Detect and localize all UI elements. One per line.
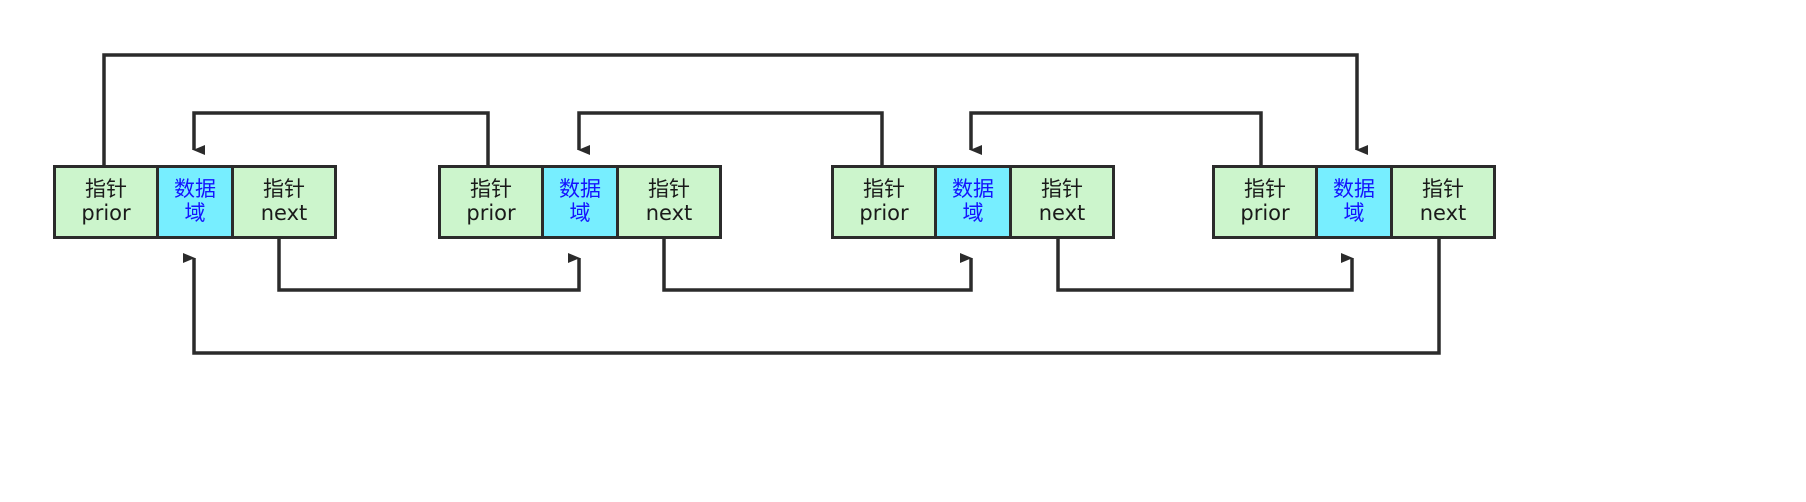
node-1-prior-label-cn: 指针 bbox=[85, 177, 127, 202]
node-3-next-cell[interactable]: 指针 next bbox=[1012, 168, 1112, 236]
node-3-prior-label-en: prior bbox=[859, 201, 909, 225]
node-4-next-label-cn: 指针 bbox=[1422, 177, 1464, 202]
node-4-data-cell[interactable]: 数据 域 bbox=[1315, 168, 1393, 236]
node-3-data-label-cn: 数据 bbox=[952, 177, 994, 202]
list-node-4[interactable]: 指针 prior 数据 域 指针 next bbox=[1212, 165, 1496, 239]
node-2-prior-cell[interactable]: 指针 prior bbox=[441, 168, 541, 236]
wire-next-n3-to-n4 bbox=[1056, 239, 1354, 292]
node-1-prior-label-en: prior bbox=[81, 201, 131, 225]
node-2-prior-label-en: prior bbox=[466, 201, 516, 225]
node-4-data-label-cn: 数据 bbox=[1333, 177, 1375, 202]
node-1-prior-cell[interactable]: 指针 prior bbox=[56, 168, 156, 236]
node-3-prior-cell[interactable]: 指针 prior bbox=[834, 168, 934, 236]
node-4-next-label-en: next bbox=[1419, 201, 1467, 225]
node-3-next-label-cn: 指针 bbox=[1041, 177, 1083, 202]
node-2-next-label-en: next bbox=[645, 201, 693, 225]
wire-prior-n3-to-n2 bbox=[577, 111, 884, 167]
wire-next-n2-to-n3 bbox=[662, 239, 973, 292]
node-2-next-label-cn: 指针 bbox=[648, 177, 690, 202]
node-3-data-cell[interactable]: 数据 域 bbox=[934, 168, 1012, 236]
wire-prior-wrap-n1-to-n4 bbox=[102, 53, 1368, 167]
node-4-prior-label-cn: 指针 bbox=[1244, 177, 1286, 202]
node-1-data-label-cn: 数据 bbox=[174, 177, 216, 202]
node-3-data-label-cn2: 域 bbox=[962, 201, 984, 225]
wire-prior-n2-to-n1 bbox=[192, 111, 490, 167]
node-2-data-cell[interactable]: 数据 域 bbox=[541, 168, 619, 236]
list-node-2[interactable]: 指针 prior 数据 域 指针 next bbox=[438, 165, 722, 239]
node-1-data-label-cn2: 域 bbox=[184, 201, 206, 225]
wire-next-wrap-n4-to-n1 bbox=[183, 239, 1441, 355]
list-node-1[interactable]: 指针 prior 数据 域 指针 next bbox=[53, 165, 337, 239]
node-3-prior-label-cn: 指针 bbox=[863, 177, 905, 202]
node-2-data-label-cn: 数据 bbox=[559, 177, 601, 202]
node-4-prior-cell[interactable]: 指针 prior bbox=[1215, 168, 1315, 236]
node-1-next-label-cn: 指针 bbox=[263, 177, 305, 202]
node-1-next-label-en: next bbox=[260, 201, 308, 225]
node-1-next-cell[interactable]: 指针 next bbox=[234, 168, 334, 236]
wire-next-n1-to-n2 bbox=[277, 239, 581, 292]
node-2-next-cell[interactable]: 指针 next bbox=[619, 168, 719, 236]
wire-prior-n4-to-n3 bbox=[969, 111, 1263, 167]
list-node-3[interactable]: 指针 prior 数据 域 指针 next bbox=[831, 165, 1115, 239]
node-4-prior-label-en: prior bbox=[1240, 201, 1290, 225]
node-1-data-cell[interactable]: 数据 域 bbox=[156, 168, 234, 236]
node-4-data-label-cn2: 域 bbox=[1343, 201, 1365, 225]
node-2-prior-label-cn: 指针 bbox=[470, 177, 512, 202]
node-4-next-cell[interactable]: 指针 next bbox=[1393, 168, 1493, 236]
node-2-data-label-cn2: 域 bbox=[569, 201, 591, 225]
node-3-next-label-en: next bbox=[1038, 201, 1086, 225]
